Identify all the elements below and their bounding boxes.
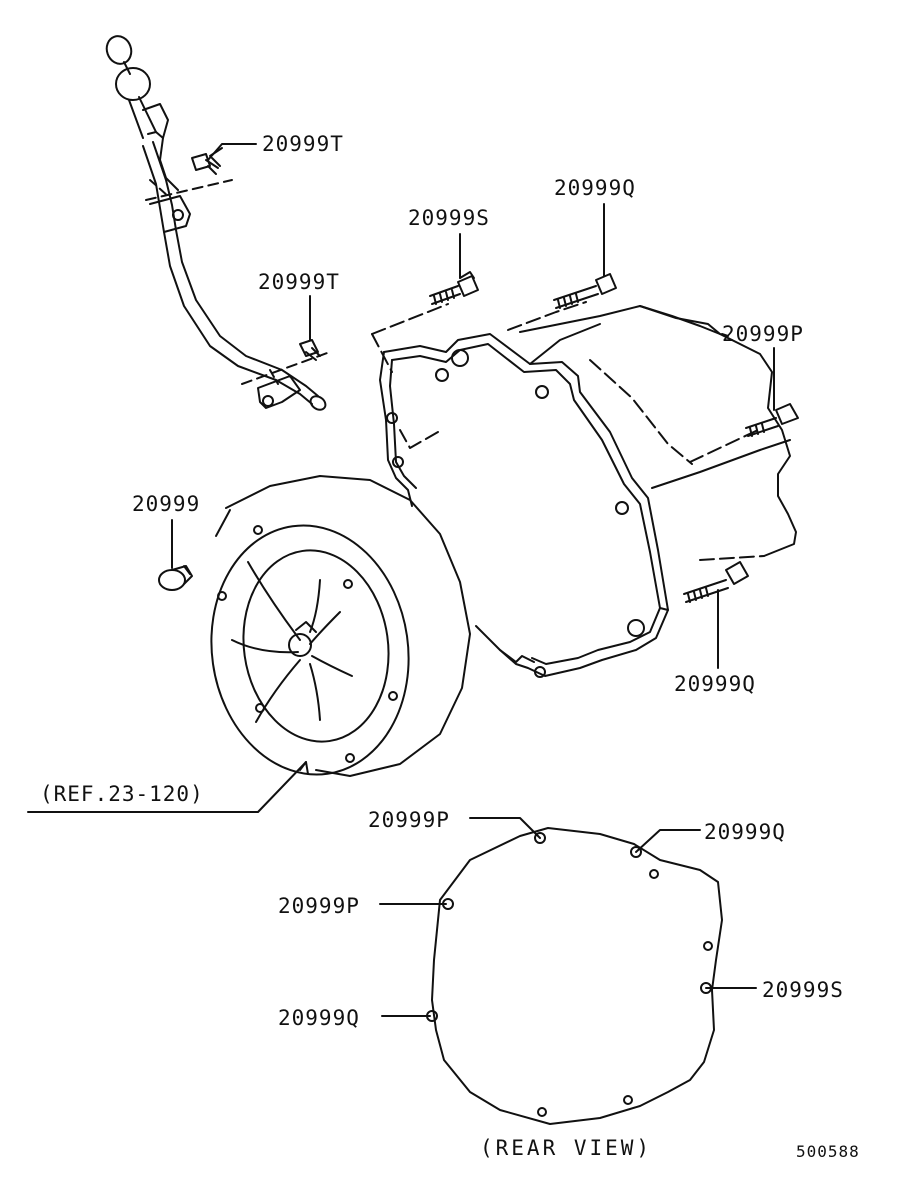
housing-outline [640,306,796,556]
label-20999q-top: 20999Q [554,176,636,200]
bolt-20999q-right [684,562,748,602]
label-20999t-lower: 20999T [258,270,340,294]
label-20999: 20999 [132,492,201,516]
leader-rear-q-top [636,830,700,852]
bolt-20999s [430,272,478,304]
dipstick-assembly [103,33,330,413]
dipstick-ring [103,33,135,68]
label-rear-p-top: 20999P [368,808,450,832]
label-20999q-right: 20999Q [674,672,756,696]
dipstick-cap [116,68,150,100]
upper-tube-bracket [150,196,190,232]
leader-rear-p-top [470,818,540,838]
label-rear-q-top: 20999Q [704,820,786,844]
torque-converter [196,476,470,787]
bolt-20999p [746,404,798,436]
rear-view-caption: (REAR VIEW) [480,1136,653,1160]
bolt-20999t-upper [192,148,222,174]
lower-tube-bracket [258,376,300,408]
label-20999t-upper: 20999T [262,132,344,156]
cover-alignment-lines [372,302,758,464]
leader-20999t-upper [208,144,256,160]
bolt-20999q-top [554,274,616,308]
drain-plug [159,566,192,590]
bolt-20999t-lower [300,340,320,360]
label-20999s: 20999S [408,206,490,230]
torque-converter-housing-cover [380,306,790,677]
diagram-number: 500588 [796,1142,860,1161]
label-reference: (REF.23-120) [40,782,204,806]
rear-view-outline [427,828,722,1124]
housing-dash-lower [700,556,764,560]
leader-reference [28,762,306,812]
label-20999p: 20999P [722,322,804,346]
label-rear-s-right: 20999S [762,978,844,1002]
label-rear-p-left: 20999P [278,894,360,918]
label-rear-q-left: 20999Q [278,1006,360,1030]
